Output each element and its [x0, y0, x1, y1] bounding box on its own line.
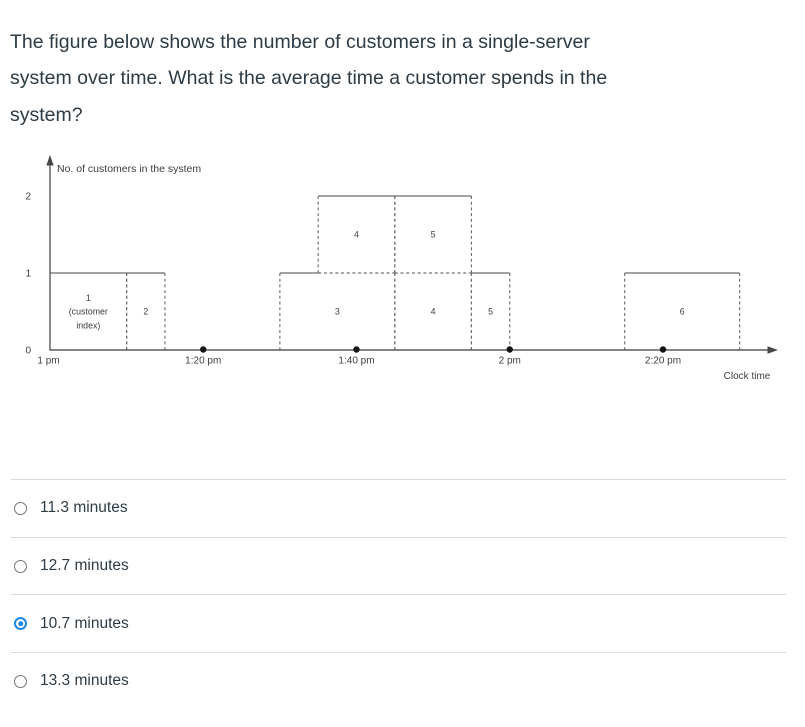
answer-option-row[interactable]: 13.3 minutes: [11, 652, 786, 710]
radio-button[interactable]: [14, 501, 27, 515]
radio-button[interactable]: [14, 559, 27, 573]
customer-box-label: 6: [680, 307, 685, 317]
customer-box-label: 5: [488, 307, 493, 317]
question-line: system?: [10, 103, 83, 126]
x-tick-label: 1:40 pm: [338, 356, 374, 367]
question-text: The figure below shows the number of cus…: [10, 24, 790, 133]
y-tick-label: 2: [25, 192, 31, 203]
customer-box-label: 4: [354, 230, 359, 240]
answer-option-label[interactable]: 10.7 minutes: [40, 614, 129, 632]
radio-inner-dot-icon: [17, 620, 24, 627]
x-tick-dot: [353, 346, 360, 353]
answer-option-row[interactable]: 11.3 minutes: [11, 479, 786, 537]
question-line: system over time. What is the average ti…: [10, 67, 608, 90]
customer-box-label: 4: [431, 307, 436, 317]
y-tick-label: 0: [25, 346, 31, 357]
answer-option-label[interactable]: 12.7 minutes: [40, 557, 129, 575]
x-tick-dot: [200, 346, 207, 353]
x-tick-label: 1:20 pm: [185, 356, 221, 367]
y-axis-title: No. of customers in the system: [57, 163, 201, 175]
customer-box-label: 2: [143, 307, 148, 317]
answer-options: 11.3 minutes 12.7 minutes 10.7 minutes 13.3…: [11, 479, 786, 710]
answer-option-row[interactable]: 10.7 minutes: [11, 594, 786, 652]
answer-option-row[interactable]: 12.7 minutes: [11, 536, 786, 595]
radio-button[interactable]: [14, 674, 27, 688]
y-tick-label: 1: [25, 269, 31, 280]
x-axis-title: Clock time: [724, 371, 771, 382]
radio-button-selected[interactable]: [14, 617, 27, 631]
x-tick-label: 2:20 pm: [645, 356, 681, 367]
x-tick-dot: [659, 346, 667, 353]
answer-option-label[interactable]: 13.3 minutes: [40, 672, 129, 690]
customer-box-label: 5: [431, 230, 436, 240]
x-axis-arrow-icon: [767, 346, 778, 354]
customer-box-label: 3: [335, 307, 340, 317]
x-tick-label: 2 pm: [499, 356, 521, 367]
question-line: The figure below shows the number of cus…: [10, 31, 590, 53]
answer-option-label[interactable]: 11.3 minutes: [40, 499, 128, 517]
y-axis-arrow-icon: [46, 155, 54, 166]
x-tick-dot: [506, 346, 513, 353]
x-tick-label: 1 pm: [37, 356, 59, 367]
